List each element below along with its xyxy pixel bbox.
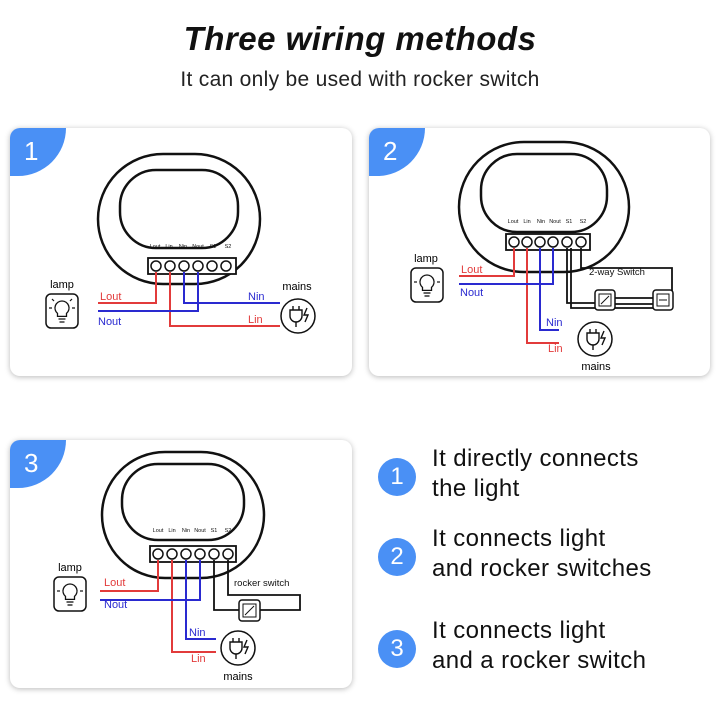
module-window xyxy=(479,152,609,234)
lamp-label: lamp xyxy=(50,279,74,291)
page-subtitle: It can only be used with rocker switch xyxy=(180,68,540,91)
nout-wire xyxy=(98,272,199,312)
lin-wire xyxy=(171,560,216,653)
s2-wire xyxy=(580,248,673,291)
module-window xyxy=(120,462,246,542)
nout-wire xyxy=(100,560,201,601)
terminal-label-s1: S1 xyxy=(210,244,217,250)
terminal-label-lin: Lin xyxy=(168,528,175,534)
description-number-badge: 3 xyxy=(378,630,416,668)
terminal-label-lout: Lout xyxy=(508,219,519,225)
lout-wire xyxy=(459,248,515,277)
lout-label: Lout xyxy=(100,291,121,303)
terminal-label-lout: Lout xyxy=(153,528,164,534)
s1-wire xyxy=(566,248,599,304)
terminal-label-nout: Nout xyxy=(192,244,204,250)
nin-wire xyxy=(539,248,559,331)
lightbulb-icon xyxy=(53,576,87,612)
terminal-label-nout: Nout xyxy=(194,528,206,534)
s2-wire xyxy=(227,560,301,611)
s1-wire xyxy=(213,560,240,611)
terminal-label-nin: Nin xyxy=(182,528,190,534)
nout-label: Nout xyxy=(460,287,483,299)
wiring-panel-3: 3 Lout Lin Nin Nout S1 S2 Lout Nout Nin … xyxy=(10,440,352,688)
description-text: It connects light and rocker switches xyxy=(432,524,652,584)
terminal-label-nout: Nout xyxy=(549,219,561,225)
lamp-label: lamp xyxy=(414,253,438,265)
terminal-label-s2: S2 xyxy=(580,219,587,225)
terminal-label-s1: S1 xyxy=(566,219,573,225)
description-line: It connects light xyxy=(432,525,606,552)
power-plug-icon xyxy=(220,630,256,666)
description-item-1: 1 It directly connects the light xyxy=(378,444,698,514)
rocker-switch-label: rocker switch xyxy=(234,578,289,589)
description-line: the light xyxy=(432,475,520,502)
description-line: It connects light xyxy=(432,617,606,644)
wiring-diagram-1: Lout Lin Nin Nout S1 S2 Lout Nout Nin Li… xyxy=(45,152,316,334)
two-way-switch-label: 2-way Switch xyxy=(589,267,645,278)
terminal-label-lin: Lin xyxy=(523,219,530,225)
description-number-badge: 1 xyxy=(378,458,416,496)
description-item-2: 2 It connects light and rocker switches xyxy=(378,524,698,594)
lout-wire xyxy=(98,272,157,304)
mains-label: mains xyxy=(282,281,312,293)
description-text: It directly connects the light xyxy=(432,444,639,504)
page-title: Three wiring methods xyxy=(183,20,537,57)
terminal-label-nin: Nin xyxy=(537,219,545,225)
terminal-label-nin: Nin xyxy=(179,244,187,250)
description-line: It directly connects xyxy=(432,445,639,472)
lin-wire xyxy=(526,248,559,344)
module-window xyxy=(118,168,240,250)
panel-number-badge: 1 xyxy=(10,128,66,176)
lamp-label: lamp xyxy=(58,562,82,574)
power-plug-icon xyxy=(280,298,316,334)
nin-label: Nin xyxy=(546,317,563,329)
terminal-label-s2: S2 xyxy=(225,528,232,534)
terminal-label-s2: S2 xyxy=(225,244,232,250)
description-line: and a rocker switch xyxy=(432,647,647,674)
lout-wire xyxy=(100,560,159,592)
wiring-panel-1: 1 Lout Lin Nin Nout S1 S2 Lout Nout Nin xyxy=(10,128,352,376)
nout-wire xyxy=(459,248,554,285)
lin-label: Lin xyxy=(548,343,563,355)
nin-label: Nin xyxy=(248,291,265,303)
description-number-badge: 2 xyxy=(378,538,416,576)
description-item-3: 3 It connects light and a rocker switch xyxy=(378,616,698,686)
wiring-diagram-2: Lout Lin Nin Nout S1 S2 Lout Nout Nin Li… xyxy=(410,140,674,373)
wiring-diagram-3: Lout Lin Nin Nout S1 S2 Lout Nout Nin Li… xyxy=(53,450,301,683)
lin-label: Lin xyxy=(191,653,206,665)
mains-label: mains xyxy=(223,671,253,683)
wiring-panel-2: 2 Lout Lin Nin Nout S1 S2 Lout Nout xyxy=(369,128,710,376)
rocker-switch-icon xyxy=(594,289,616,311)
lin-label: Lin xyxy=(248,314,263,326)
lin-wire xyxy=(169,272,280,327)
description-line: and rocker switches xyxy=(432,555,652,582)
rocker-switch-icon xyxy=(652,289,674,311)
nin-label: Nin xyxy=(189,627,206,639)
traveler-wire xyxy=(570,248,657,309)
terminal-label-lin: Lin xyxy=(165,244,172,250)
lout-label: Lout xyxy=(461,264,482,276)
nin-wire xyxy=(185,560,216,640)
nin-wire xyxy=(183,272,280,304)
lightbulb-icon xyxy=(45,293,79,329)
lightbulb-icon xyxy=(410,267,444,303)
rocker-switch-icon xyxy=(238,599,261,622)
lout-label: Lout xyxy=(104,577,125,589)
terminal-label-s1: S1 xyxy=(211,528,218,534)
terminal-label-lout: Lout xyxy=(150,244,161,250)
nout-label: Nout xyxy=(104,599,127,611)
nout-label: Nout xyxy=(98,316,121,328)
power-plug-icon xyxy=(577,321,613,357)
description-text: It connects light and a rocker switch xyxy=(432,616,646,676)
mains-label: mains xyxy=(581,361,611,373)
